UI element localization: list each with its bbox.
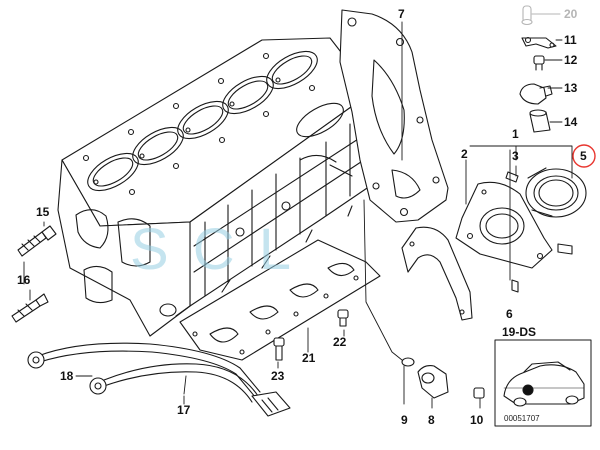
callout-10: 10: [470, 413, 484, 427]
callout-22: 22: [333, 335, 347, 349]
callout-5: 5: [580, 149, 587, 163]
callout-2: 2: [461, 147, 468, 161]
housing-gasket: [401, 226, 473, 321]
callout-20: 20: [564, 7, 578, 21]
callout-9: 9: [401, 413, 408, 427]
part-10-screw: [473, 387, 485, 399]
callout-3: 3: [512, 149, 519, 163]
part-13-sensor: [519, 83, 553, 105]
callout-17: 17: [177, 403, 191, 417]
knock-sensor-harness: [27, 342, 291, 417]
callout-21: 21: [302, 351, 316, 365]
part-15-bolt: [17, 225, 57, 257]
end-plate-gasket: [339, 9, 449, 223]
part-20-pin: [521, 5, 533, 26]
callout-7: 7: [398, 7, 405, 21]
inset-thumbnail: [494, 339, 592, 427]
highlight-circle: [572, 144, 596, 168]
callout-15: 15: [36, 205, 50, 219]
part-9-oring: [401, 357, 415, 367]
part-11-bracket: [521, 36, 557, 49]
screws-group: [505, 171, 573, 293]
engine-block: [57, 37, 377, 337]
callout-11: 11: [564, 33, 577, 47]
leader-lines: [23, 13, 573, 409]
callout-18: 18: [60, 369, 74, 383]
callout-6: 6: [506, 307, 513, 321]
sump-baffle: [179, 239, 381, 361]
callout-16: 16: [17, 273, 31, 287]
part-14-sleeve: [529, 109, 551, 133]
part-22-bolt: [337, 309, 349, 327]
callout-12: 12: [564, 53, 578, 67]
callout-1: 1: [512, 127, 519, 141]
callout-14: 14: [564, 115, 578, 129]
seal-housing: [455, 181, 553, 269]
radial-shaft-seal: [525, 167, 587, 218]
callout-23: 23: [271, 369, 285, 383]
part-8-sensor: [417, 365, 449, 399]
inset-drawing-code: 00051707: [504, 414, 540, 423]
part-16-stud: [11, 293, 49, 323]
callout-19-ds: 19-DS: [502, 325, 537, 339]
part-12-screw: [533, 55, 545, 71]
part-23-bolt: [273, 337, 285, 361]
callout-8: 8: [428, 413, 435, 427]
callout-13: 13: [564, 81, 578, 95]
